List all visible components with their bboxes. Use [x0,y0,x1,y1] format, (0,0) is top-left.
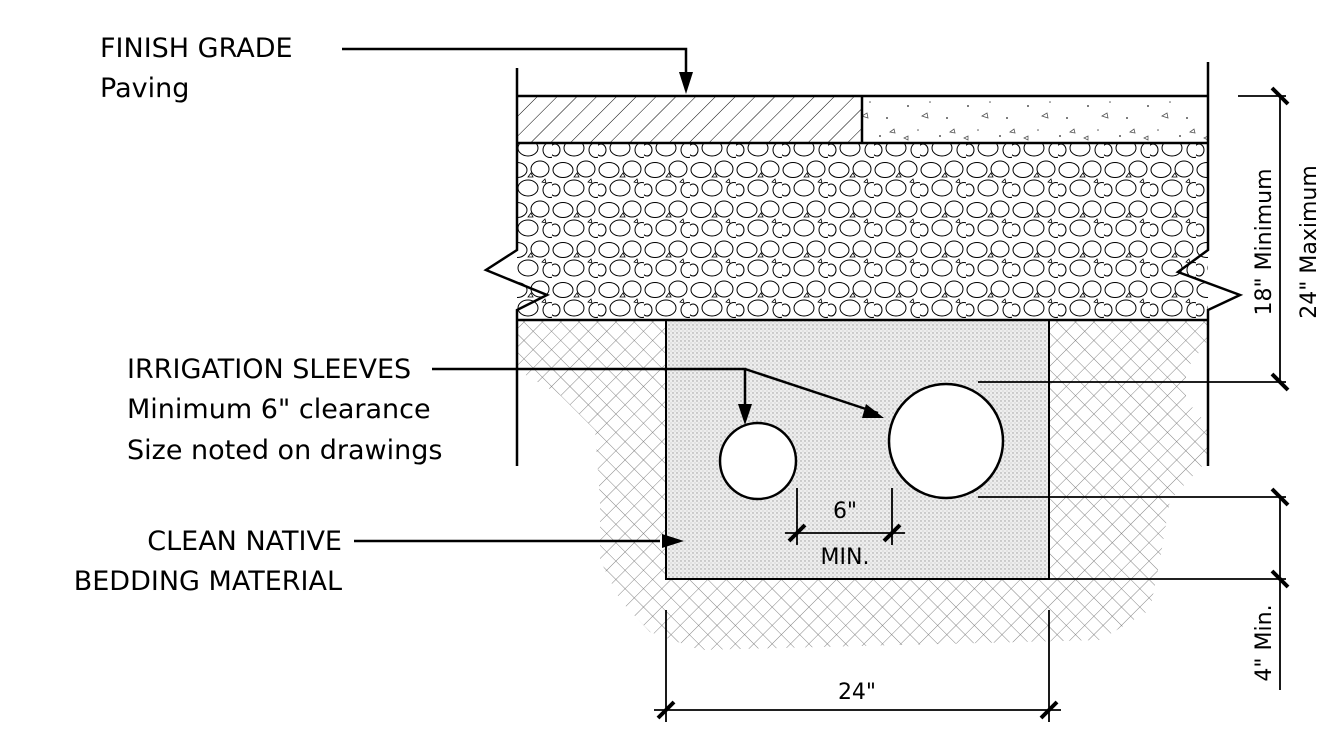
asphalt-paving [517,96,862,143]
bedding-min-dimension: 4" Min. [1252,604,1277,681]
concrete-paving [862,96,1208,143]
trench-width-dimension: 24" [838,680,876,705]
bedding-material-label: BEDDING MATERIAL [74,566,342,597]
spacing-min: MIN. [821,545,870,570]
gravel-base [517,143,1208,320]
left-break-line [483,68,551,466]
right-break-line [1175,62,1244,466]
depth-max-dimension: 24" Maximum [1297,165,1322,319]
irrigation-sleeves-label: IRRIGATION SLEEVES [127,354,411,385]
size-note-label: Size noted on drawings [127,435,442,466]
large-sleeve [887,382,1005,500]
paving-label: Paving [100,73,189,104]
small-sleeve [718,421,798,501]
depth-min-dimension: 18" Minimum [1252,168,1277,315]
clean-native-label: CLEAN NATIVE [147,526,342,557]
clearance-label: Minimum 6" clearance [127,394,431,425]
spacing-value: 6" [833,499,857,524]
finish-grade-label: FINISH GRADE [100,33,293,64]
